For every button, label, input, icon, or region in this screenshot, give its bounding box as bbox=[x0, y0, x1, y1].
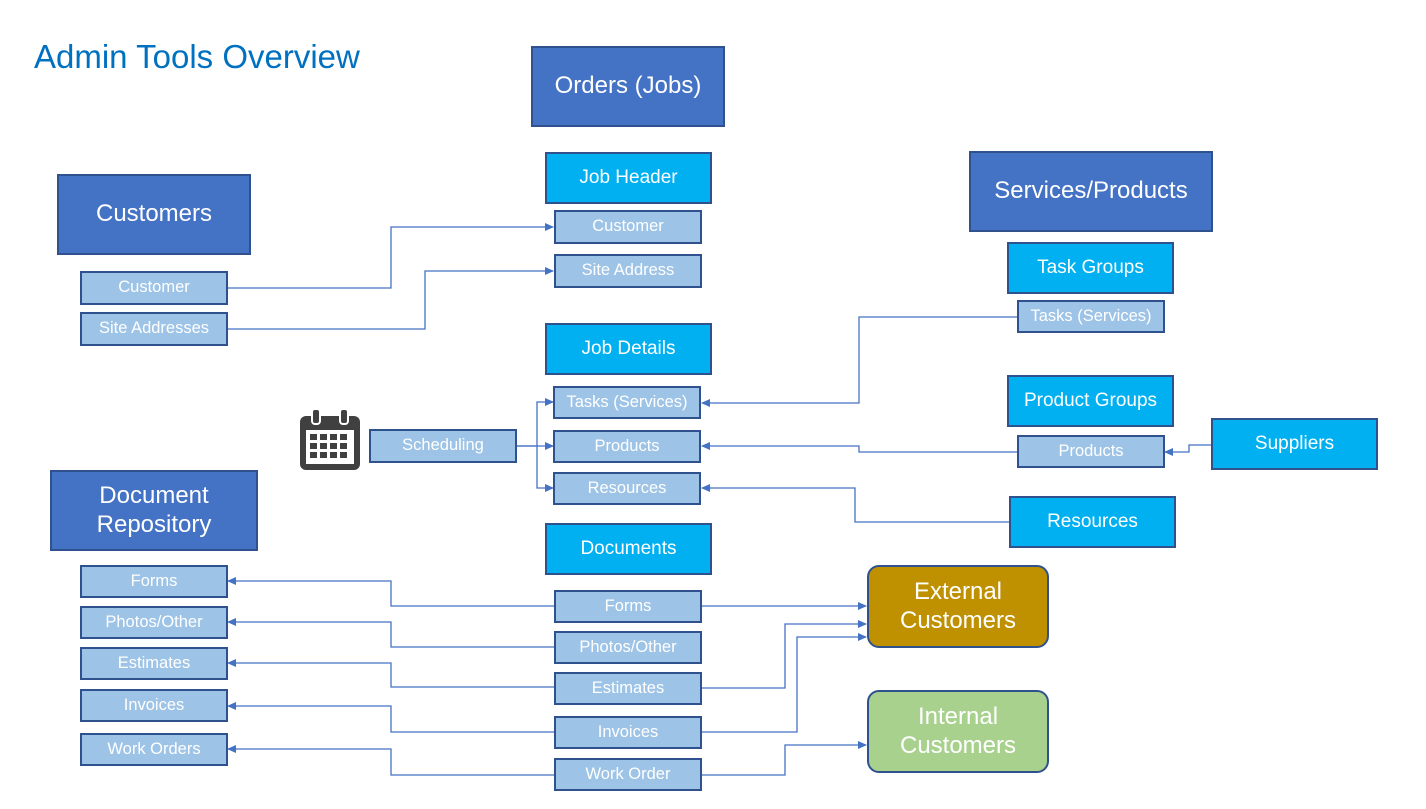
connector-invoices-external bbox=[702, 633, 867, 733]
doc-work-order[interactable]: Work Order bbox=[554, 758, 702, 791]
resources-box[interactable]: Resources bbox=[1009, 496, 1176, 548]
job-details-products-label: Products bbox=[594, 436, 660, 455]
documents-label: Documents bbox=[580, 537, 677, 559]
connector-forms-repo bbox=[227, 577, 555, 607]
services-products-label: Services/Products bbox=[994, 177, 1188, 205]
doc-estimates-label: Estimates bbox=[591, 678, 665, 697]
connector-customer bbox=[227, 223, 554, 289]
doc-estimates[interactable]: Estimates bbox=[554, 672, 702, 705]
repo-work-orders[interactable]: Work Orders bbox=[80, 733, 228, 766]
connector-resources bbox=[701, 484, 1010, 523]
connector-invoices-repo bbox=[227, 702, 555, 733]
external-customers-label: External Customers bbox=[899, 577, 1017, 634]
job-header-site-address-label: Site Address bbox=[581, 261, 675, 280]
job-details-box[interactable]: Job Details bbox=[545, 323, 712, 375]
customers-site-addresses[interactable]: Site Addresses bbox=[80, 312, 228, 346]
external-customers-box[interactable]: External Customers bbox=[867, 565, 1049, 648]
connector-estimates-repo bbox=[227, 659, 555, 688]
doc-forms[interactable]: Forms bbox=[554, 590, 702, 623]
document-repository-box[interactable]: Document Repository bbox=[50, 470, 258, 551]
connector-photos-repo bbox=[227, 618, 555, 648]
internal-customers-label: Internal Customers bbox=[899, 702, 1017, 759]
repo-work-orders-label: Work Orders bbox=[107, 739, 201, 758]
documents-box[interactable]: Documents bbox=[545, 523, 712, 575]
product-groups-label: Product Groups bbox=[1023, 389, 1158, 411]
orders-jobs-box[interactable]: Orders (Jobs) bbox=[531, 46, 725, 127]
document-repository-label: Document Repository bbox=[96, 481, 212, 538]
connector-workorder-repo bbox=[227, 745, 555, 776]
repo-photos-other-label: Photos/Other bbox=[105, 612, 203, 631]
scheduling-box[interactable]: Scheduling bbox=[369, 429, 517, 463]
job-header-label: Job Header bbox=[579, 166, 678, 188]
job-header-site-address[interactable]: Site Address bbox=[554, 254, 702, 288]
calendar-icon bbox=[300, 408, 360, 470]
repo-invoices-label: Invoices bbox=[123, 695, 185, 714]
connector-site-address bbox=[227, 267, 554, 330]
scheduling-label: Scheduling bbox=[402, 436, 484, 455]
repo-estimates[interactable]: Estimates bbox=[80, 647, 228, 680]
products-label: Products bbox=[1058, 441, 1124, 460]
repo-estimates-label: Estimates bbox=[117, 653, 191, 672]
orders-jobs-label: Orders (Jobs) bbox=[554, 72, 702, 100]
repo-forms[interactable]: Forms bbox=[80, 565, 228, 598]
task-groups-label: Task Groups bbox=[1037, 256, 1144, 278]
connector-estimates-external bbox=[702, 620, 867, 689]
job-header-box[interactable]: Job Header bbox=[545, 152, 712, 204]
connector-products bbox=[701, 442, 1018, 453]
repo-invoices[interactable]: Invoices bbox=[80, 689, 228, 722]
repo-forms-label: Forms bbox=[130, 571, 178, 590]
connector-tasks-services bbox=[701, 316, 1018, 407]
customers-site-addresses-label: Site Addresses bbox=[98, 319, 210, 338]
job-header-customer-label: Customer bbox=[592, 217, 664, 236]
services-products-box[interactable]: Services/Products bbox=[969, 151, 1213, 232]
job-details-resources[interactable]: Resources bbox=[553, 472, 701, 505]
doc-forms-label: Forms bbox=[604, 596, 652, 615]
customers-customer[interactable]: Customer bbox=[80, 271, 228, 305]
suppliers-box[interactable]: Suppliers bbox=[1211, 418, 1378, 470]
page-title: Admin Tools Overview bbox=[34, 38, 360, 75]
products-box[interactable]: Products bbox=[1017, 435, 1165, 468]
job-details-resources-label: Resources bbox=[587, 478, 667, 497]
job-details-tasks-label: Tasks (Services) bbox=[566, 392, 688, 411]
job-details-products[interactable]: Products bbox=[553, 430, 701, 463]
task-groups-box[interactable]: Task Groups bbox=[1007, 242, 1174, 294]
tasks-services-box[interactable]: Tasks (Services) bbox=[1017, 300, 1165, 333]
doc-work-order-label: Work Order bbox=[585, 764, 671, 783]
repo-photos-other[interactable]: Photos/Other bbox=[80, 606, 228, 639]
doc-invoices-label: Invoices bbox=[597, 722, 659, 741]
tasks-services-label: Tasks (Services) bbox=[1030, 306, 1152, 325]
internal-customers-box[interactable]: Internal Customers bbox=[867, 690, 1049, 773]
job-details-tasks[interactable]: Tasks (Services) bbox=[553, 386, 701, 419]
product-groups-box[interactable]: Product Groups bbox=[1007, 375, 1174, 427]
connector-scheduling-resources bbox=[536, 446, 554, 492]
connector-suppliers-products bbox=[1164, 444, 1212, 456]
connector-scheduling-tasks bbox=[516, 398, 554, 447]
customers-label: Customers bbox=[95, 200, 213, 228]
doc-photos-other[interactable]: Photos/Other bbox=[554, 631, 702, 664]
customers-customer-label: Customer bbox=[118, 278, 190, 297]
connector-workorder-internal bbox=[702, 741, 867, 776]
job-header-customer[interactable]: Customer bbox=[554, 210, 702, 244]
resources-label: Resources bbox=[1047, 510, 1138, 532]
doc-photos-other-label: Photos/Other bbox=[579, 637, 677, 656]
doc-invoices[interactable]: Invoices bbox=[554, 716, 702, 749]
customers-box[interactable]: Customers bbox=[57, 174, 251, 255]
suppliers-label: Suppliers bbox=[1254, 432, 1335, 454]
job-details-label: Job Details bbox=[581, 337, 676, 359]
